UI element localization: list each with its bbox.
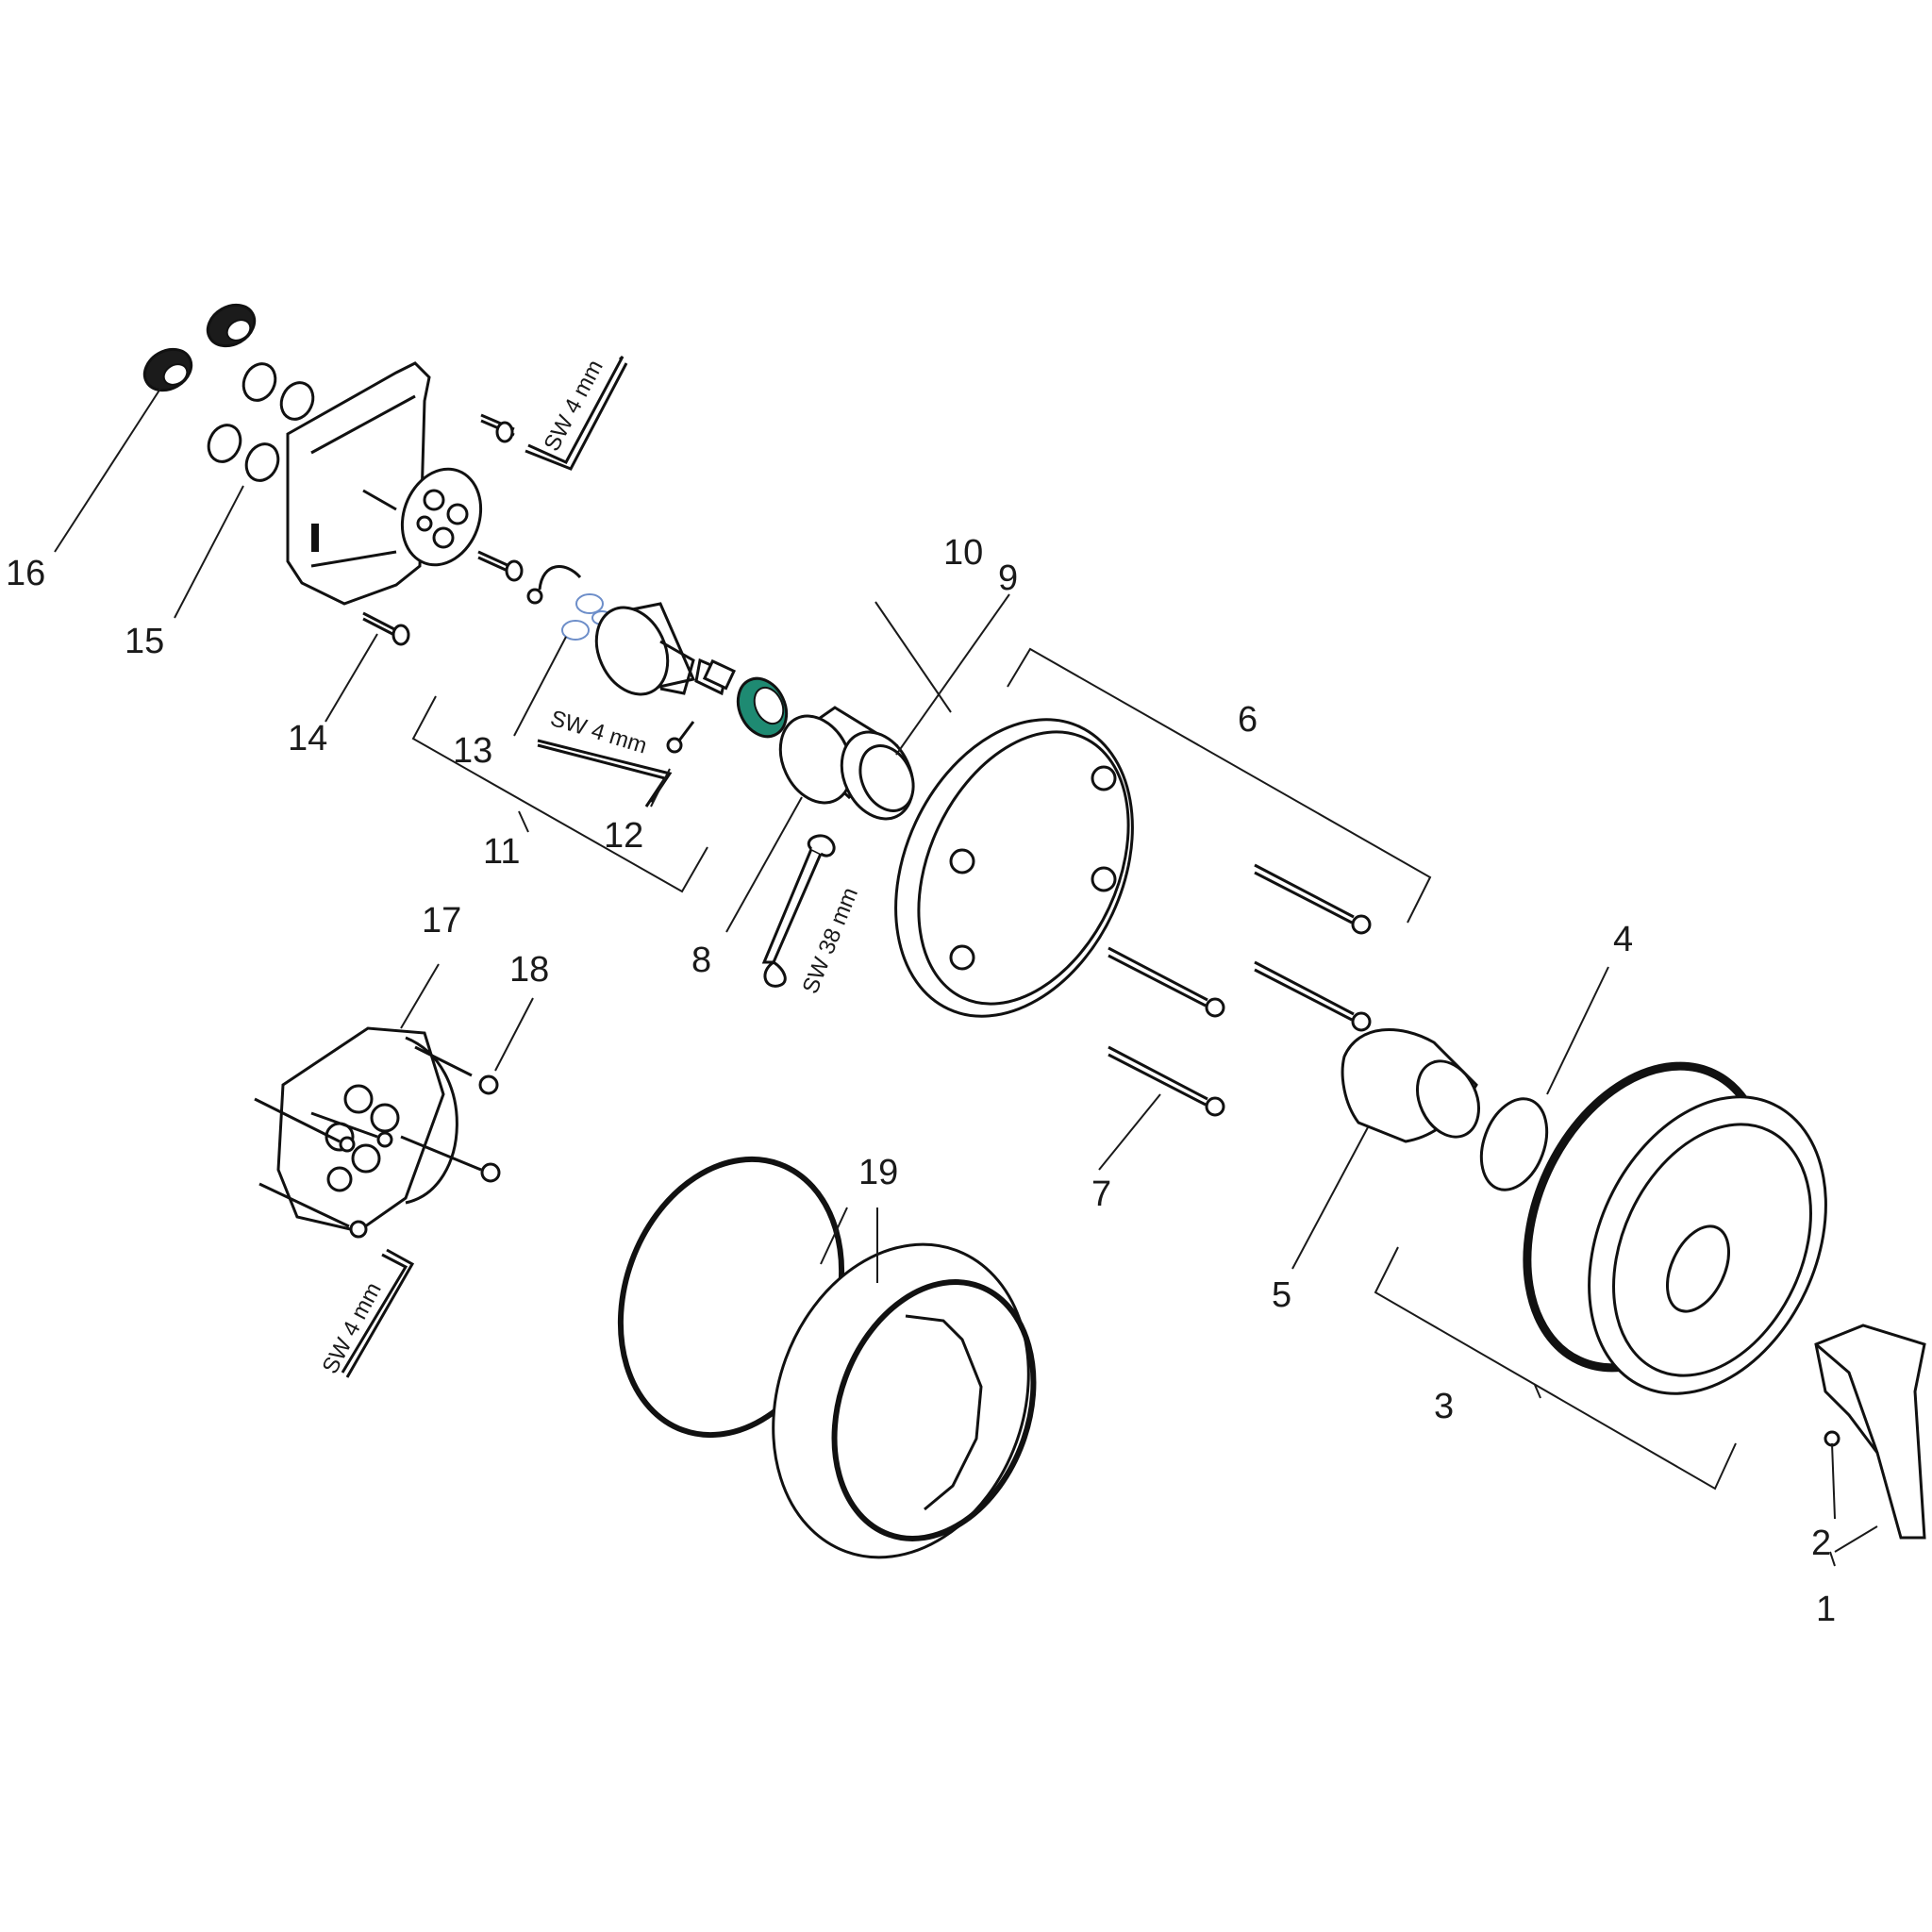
part-number-16: 16 bbox=[6, 554, 45, 593]
part-number-6: 6 bbox=[1238, 700, 1257, 740]
valve-body-part bbox=[286, 361, 483, 606]
wrench-size-label: SW 38 mm bbox=[798, 884, 863, 997]
hex-key-tool bbox=[537, 739, 673, 808]
o-ring-set-part bbox=[207, 362, 315, 482]
screw-part bbox=[480, 413, 515, 443]
long-screw-part bbox=[1108, 1045, 1225, 1117]
cover-plate-part bbox=[1523, 1061, 1827, 1395]
screw-part bbox=[666, 721, 695, 754]
clip-part bbox=[526, 565, 582, 605]
long-screw-part bbox=[1108, 946, 1225, 1018]
part-number-17: 17 bbox=[422, 901, 461, 941]
lever-handle-part bbox=[1814, 1324, 1926, 1540]
screw-part bbox=[477, 550, 524, 582]
part-number-12: 12 bbox=[604, 816, 643, 856]
part-number-3: 3 bbox=[1434, 1387, 1454, 1426]
part-number-19: 19 bbox=[858, 1153, 898, 1192]
part-number-4: 4 bbox=[1613, 920, 1633, 959]
mounting-ring-part bbox=[894, 718, 1134, 1018]
frame-screws-part bbox=[254, 1045, 501, 1239]
part-number-7: 7 bbox=[1091, 1174, 1111, 1214]
extension-sleeve-part bbox=[1341, 1028, 1480, 1143]
long-screw-part bbox=[1254, 960, 1372, 1032]
part-number-9: 9 bbox=[998, 558, 1018, 598]
sleeve-part bbox=[778, 706, 915, 821]
part-number-11: 11 bbox=[483, 832, 520, 872]
part-number-5: 5 bbox=[1272, 1275, 1291, 1315]
hex-key-tool bbox=[341, 1248, 415, 1378]
cartridge-nut-part bbox=[736, 676, 789, 739]
trim-ring-part bbox=[617, 1156, 1037, 1559]
part-number-2: 2 bbox=[1811, 1524, 1831, 1563]
long-screw-part bbox=[1254, 863, 1372, 935]
part-number-8: 8 bbox=[691, 941, 711, 980]
mounting-frame-part bbox=[276, 1026, 458, 1233]
o-ring-part bbox=[1479, 1097, 1549, 1191]
screw-part bbox=[362, 611, 410, 646]
part-number-1: 1 bbox=[1816, 1590, 1836, 1629]
part-number-14: 14 bbox=[288, 719, 327, 758]
thread-adapter-part bbox=[142, 303, 257, 392]
part-number-10: 10 bbox=[943, 533, 983, 573]
part-number-18: 18 bbox=[509, 950, 549, 990]
leader-lines bbox=[54, 388, 1878, 1567]
part-number-13: 13 bbox=[453, 731, 492, 771]
wrench-tool bbox=[761, 834, 836, 988]
hex-key-tool bbox=[525, 355, 628, 471]
cartridge-part bbox=[594, 602, 737, 696]
part-number-15: 15 bbox=[125, 622, 164, 661]
